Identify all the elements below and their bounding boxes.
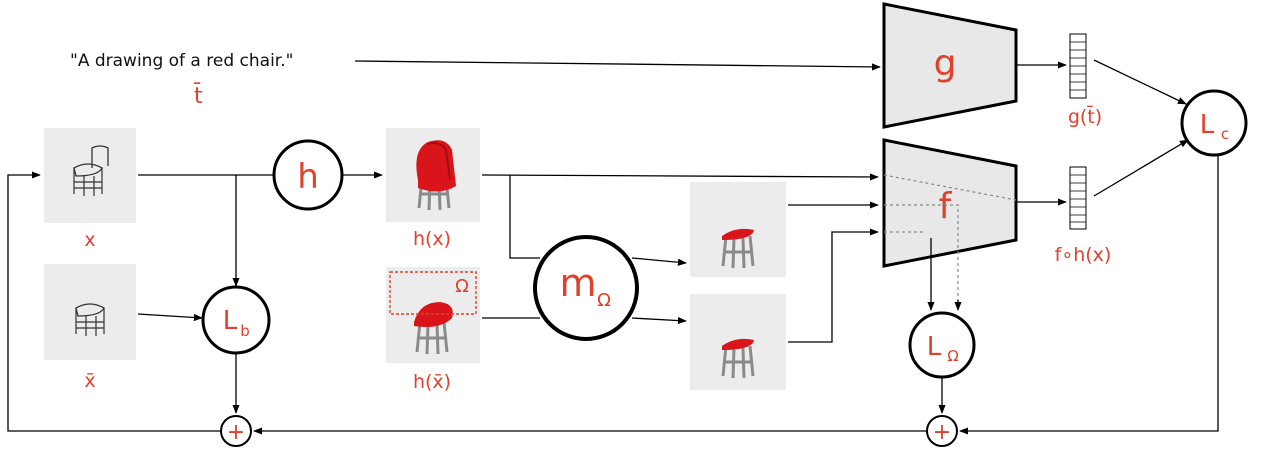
label-xbar: x̄ (84, 370, 95, 392)
text-embedding-label: g(t̄) (1068, 104, 1102, 128)
label-x: x (84, 229, 95, 251)
svg-text:+: + (227, 420, 245, 445)
edges (7, 59, 1219, 435)
svg-text:Ω: Ω (597, 290, 611, 311)
svg-text:Ω: Ω (947, 347, 958, 365)
text-embedding-vector (1069, 33, 1087, 99)
label-hx: h(x) (413, 228, 451, 250)
generated-image-hx (386, 128, 480, 222)
loss-node-lb: L b (201, 285, 271, 355)
omega-region-box (389, 271, 477, 315)
prompt-symbol-label: t̄ (194, 83, 203, 109)
sketch-image-x (44, 128, 136, 223)
loss-node-lc: L c (1180, 89, 1248, 157)
text-encoder-g: g (882, 2, 1018, 129)
svg-text:h: h (297, 157, 319, 197)
mask-node-m-omega: m Ω (533, 235, 639, 341)
svg-text:L: L (223, 306, 238, 336)
image-embedding-vector (1069, 166, 1087, 230)
svg-text:L: L (1200, 110, 1215, 140)
text-prompt: "A drawing of a red chair." (70, 51, 293, 71)
masked-image-top (690, 182, 786, 277)
masked-image-bottom (690, 294, 786, 390)
text-encoder-g-label: g (934, 43, 957, 84)
loss-node-lomega: L Ω (908, 311, 976, 379)
generator-node-h: h (272, 139, 344, 211)
svg-text:b: b (240, 322, 250, 340)
image-encoder-f-label: f (939, 186, 953, 227)
image-embedding-label: f∘h(x) (1055, 244, 1112, 266)
image-encoder-f: f (882, 138, 1018, 268)
sketch-image-xbar (44, 264, 136, 360)
sum-node-right: + (926, 415, 958, 447)
sum-node-left: + (220, 415, 252, 447)
svg-text:+: + (933, 420, 951, 445)
svg-text:L: L (927, 332, 942, 362)
svg-text:c: c (1221, 125, 1229, 143)
generated-image-hxbar: Ω (386, 267, 480, 363)
svg-text:m: m (559, 261, 596, 305)
omega-region-label: Ω (455, 276, 469, 297)
label-hxbar: h(x̄) (413, 371, 451, 393)
